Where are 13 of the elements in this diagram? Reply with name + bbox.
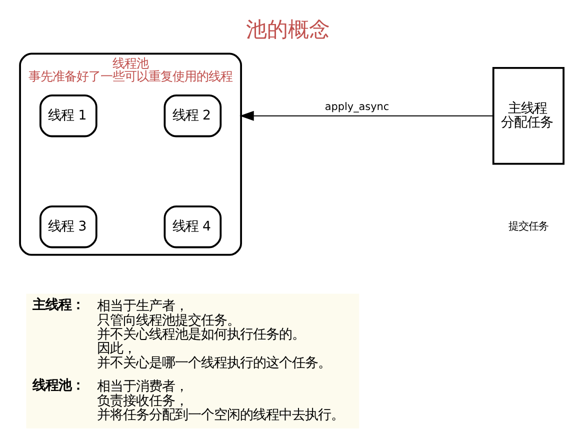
diagram-title: 池的概念: [246, 16, 330, 41]
node-box: 线程 3: [39, 205, 98, 248]
label: 线程池：: [32, 378, 84, 394]
node-box: 线程 4: [164, 205, 222, 248]
node-box: 主线程 分配任务: [492, 66, 564, 164]
label: 相当于生产者，只管向线程池提交任务。并不关心线程池是如何执行任务的。因此，并不关心是哪一个线程执行的这个任务。: [96, 298, 331, 370]
node-box: 线程 2: [164, 94, 222, 137]
edge-label: apply_async: [324, 100, 390, 112]
node-box: 线程 1: [39, 94, 98, 137]
label: 相当于消费者，负责接收任务，并将任务分配到一个空闲的线程中去执行。: [96, 379, 344, 423]
label: 主线程：: [32, 298, 84, 313]
label: 提交任务: [508, 220, 548, 232]
arrow: [240, 110, 494, 120]
